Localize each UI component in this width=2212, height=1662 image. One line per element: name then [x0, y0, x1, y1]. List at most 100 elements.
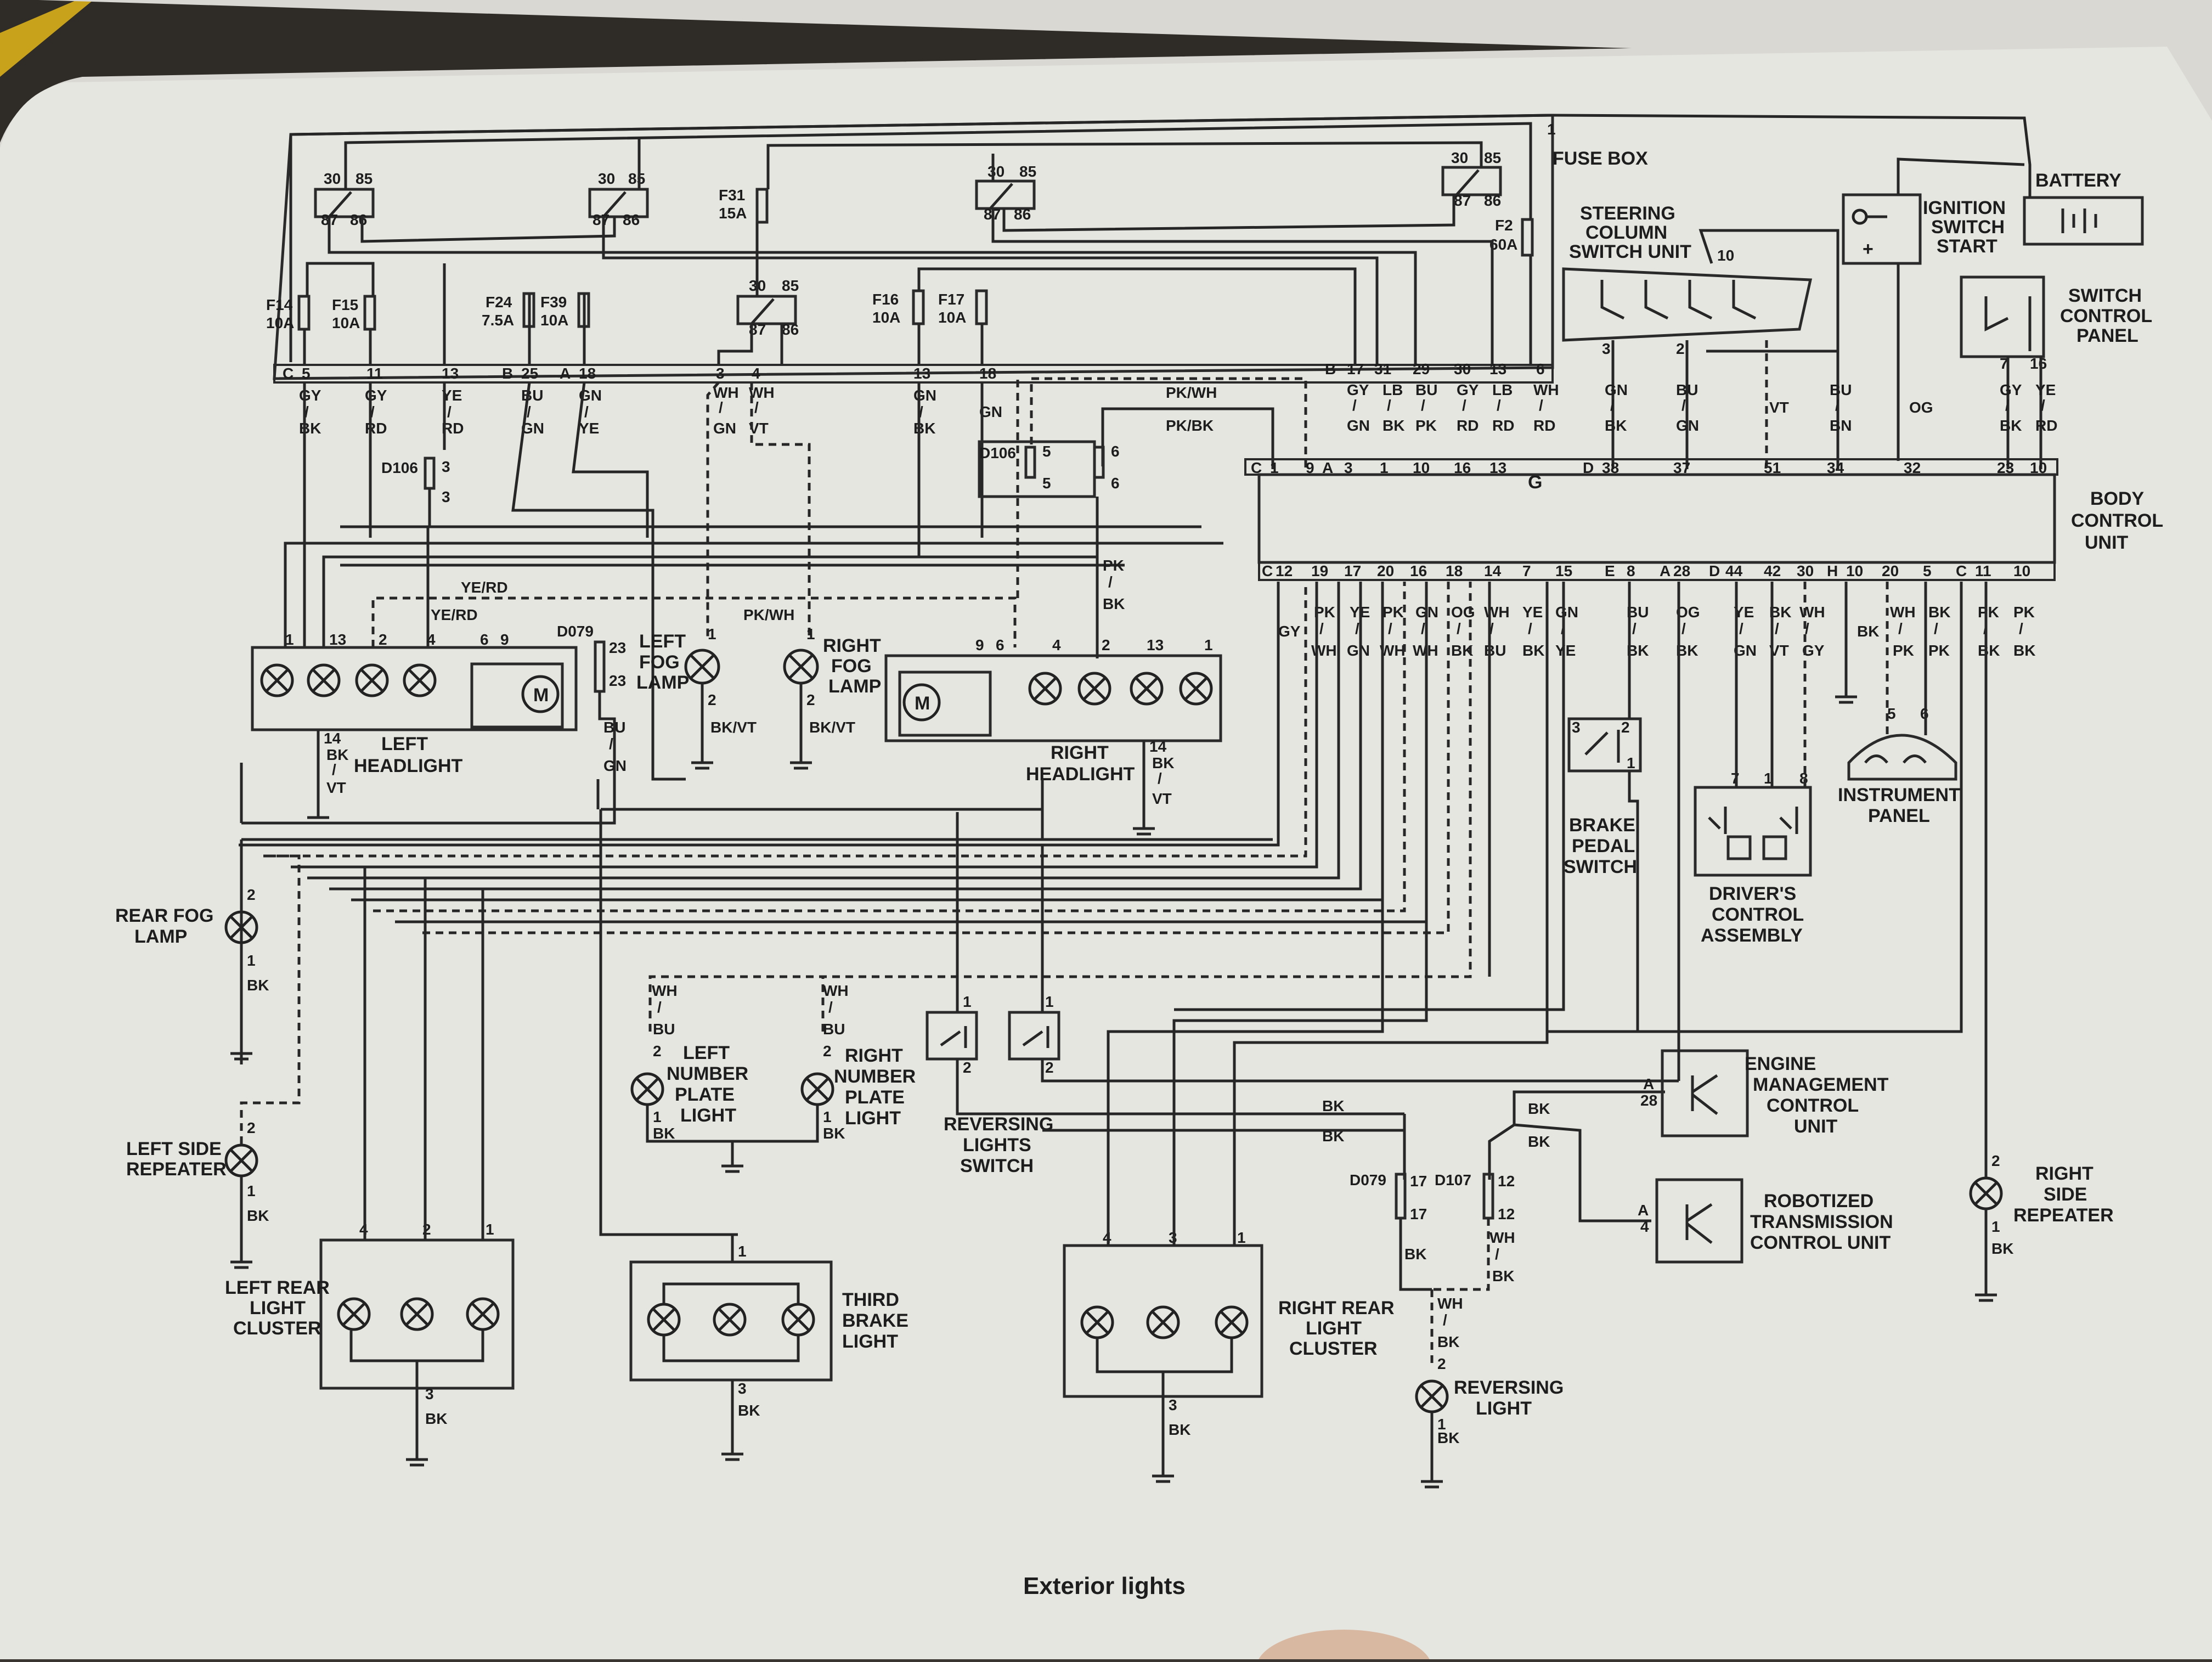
svg-text:10A: 10A — [540, 312, 568, 329]
svg-text:UNIT: UNIT — [1794, 1116, 1838, 1137]
svg-text:/: / — [1387, 397, 1391, 414]
svg-text:1: 1 — [1380, 459, 1389, 476]
svg-text:C: C — [283, 365, 294, 382]
svg-text:REPEATER: REPEATER — [126, 1159, 227, 1180]
svg-text:17: 17 — [1410, 1205, 1427, 1222]
svg-text:YE/RD: YE/RD — [461, 579, 508, 596]
svg-text:/: / — [1457, 620, 1461, 637]
svg-text:BK: BK — [1991, 1240, 2013, 1257]
svg-text:86: 86 — [623, 211, 640, 228]
svg-text:13: 13 — [1147, 636, 1164, 653]
svg-text:3: 3 — [1344, 459, 1353, 476]
svg-text:1: 1 — [486, 1221, 494, 1238]
svg-text:1: 1 — [738, 1243, 747, 1260]
svg-text:GY: GY — [1347, 381, 1369, 398]
svg-text:SWITCH: SWITCH — [1931, 217, 2005, 238]
svg-text:7.5A: 7.5A — [482, 312, 514, 329]
svg-text:7: 7 — [1522, 562, 1531, 579]
diode-d106-left: D106 33 — [381, 457, 450, 527]
svg-text:3: 3 — [716, 365, 725, 382]
svg-text:RD: RD — [2035, 417, 2057, 434]
svg-text:32: 32 — [1904, 459, 1921, 476]
svg-text:WH: WH — [1380, 642, 1406, 659]
svg-text:VT: VT — [1769, 399, 1789, 416]
svg-text:F39: F39 — [540, 294, 567, 311]
wire-labels-bcu-bottom: GY PK/WH YE/GN PK/WH GN/WH OG/BK WH/BU Y… — [1278, 604, 2035, 659]
svg-text:17: 17 — [1410, 1173, 1427, 1190]
svg-text:2: 2 — [1621, 719, 1630, 736]
svg-text:RIGHT REAR: RIGHT REAR — [1278, 1298, 1395, 1319]
svg-text:SWITCH: SWITCH — [960, 1156, 1034, 1176]
svg-text:30: 30 — [324, 170, 341, 187]
svg-text:9: 9 — [975, 636, 984, 653]
svg-text:BK: BK — [247, 1207, 269, 1224]
svg-text:GN: GN — [1347, 417, 1370, 434]
svg-text:30: 30 — [1451, 149, 1468, 166]
svg-text:FOG: FOG — [639, 652, 680, 673]
svg-text:2: 2 — [1045, 1059, 1054, 1076]
svg-text:BK: BK — [653, 1125, 675, 1142]
svg-text:ASSEMBLY: ASSEMBLY — [1701, 925, 1803, 946]
svg-text:30: 30 — [1454, 360, 1471, 378]
yellow-cable — [0, 0, 93, 77]
svg-text:PK: PK — [1103, 557, 1124, 574]
svg-text:1: 1 — [247, 1182, 256, 1199]
svg-text:M: M — [915, 693, 930, 714]
svg-text:10A: 10A — [266, 314, 294, 331]
svg-text:INSTRUMENT: INSTRUMENT — [1838, 785, 1960, 805]
svg-text:/: / — [1681, 620, 1686, 637]
svg-text:5: 5 — [1923, 562, 1932, 579]
svg-text:ROBOTIZED: ROBOTIZED — [1764, 1191, 1874, 1212]
svg-text:PLATE: PLATE — [845, 1087, 905, 1108]
svg-text:GY: GY — [299, 387, 321, 404]
svg-text:RD: RD — [365, 420, 387, 437]
svg-text:BU: BU — [603, 719, 625, 736]
svg-text:BK: BK — [1528, 1100, 1550, 1117]
svg-text:RD: RD — [1533, 417, 1555, 434]
svg-text:6: 6 — [996, 636, 1005, 653]
svg-text:85: 85 — [1019, 163, 1036, 180]
svg-text:WH: WH — [1799, 604, 1825, 621]
svg-text:38: 38 — [1602, 459, 1619, 476]
svg-text:2: 2 — [708, 691, 716, 708]
svg-text:VT: VT — [326, 779, 346, 796]
svg-text:SIDE: SIDE — [2044, 1184, 2087, 1205]
svg-text:LIGHT: LIGHT — [845, 1108, 901, 1129]
svg-text:BK: BK — [326, 746, 348, 763]
svg-text:RIGHT: RIGHT — [845, 1045, 903, 1066]
svg-text:D107: D107 — [1435, 1171, 1471, 1188]
svg-text:A: A — [560, 365, 571, 382]
svg-text:1: 1 — [1627, 754, 1635, 771]
svg-text:1: 1 — [1547, 121, 1556, 138]
svg-text:ENGINE: ENGINE — [1745, 1053, 1816, 1074]
svg-text:/: / — [1610, 397, 1615, 414]
svg-text:PK: PK — [1978, 604, 1999, 621]
svg-text:2: 2 — [422, 1221, 431, 1238]
svg-text:14: 14 — [1149, 738, 1167, 755]
svg-text:PK: PK — [1415, 417, 1437, 434]
svg-text:5: 5 — [302, 365, 311, 382]
svg-text:85: 85 — [628, 170, 645, 187]
svg-text:1: 1 — [285, 631, 294, 648]
svg-text:LIGHT: LIGHT — [1476, 1398, 1532, 1419]
svg-text:BK: BK — [1437, 1333, 1459, 1350]
svg-text:3: 3 — [442, 488, 450, 505]
svg-text:86: 86 — [1484, 192, 1501, 209]
svg-text:BODY: BODY — [2090, 488, 2145, 509]
svg-text:34: 34 — [1827, 459, 1844, 476]
svg-text:1: 1 — [806, 626, 815, 643]
svg-text:1: 1 — [1237, 1229, 1246, 1246]
svg-text:51: 51 — [1764, 459, 1781, 476]
svg-text:2: 2 — [247, 886, 256, 903]
svg-text:14: 14 — [324, 730, 341, 747]
svg-text:PK/BK: PK/BK — [1166, 417, 1214, 434]
svg-text:3: 3 — [442, 458, 450, 475]
svg-text:31: 31 — [1374, 360, 1391, 378]
wire-labels-top: GY/BK GY/RD YE/RD BU/GN GN/YE WH/GN WH/V… — [299, 381, 2057, 437]
svg-text:BK: BK — [299, 420, 321, 437]
